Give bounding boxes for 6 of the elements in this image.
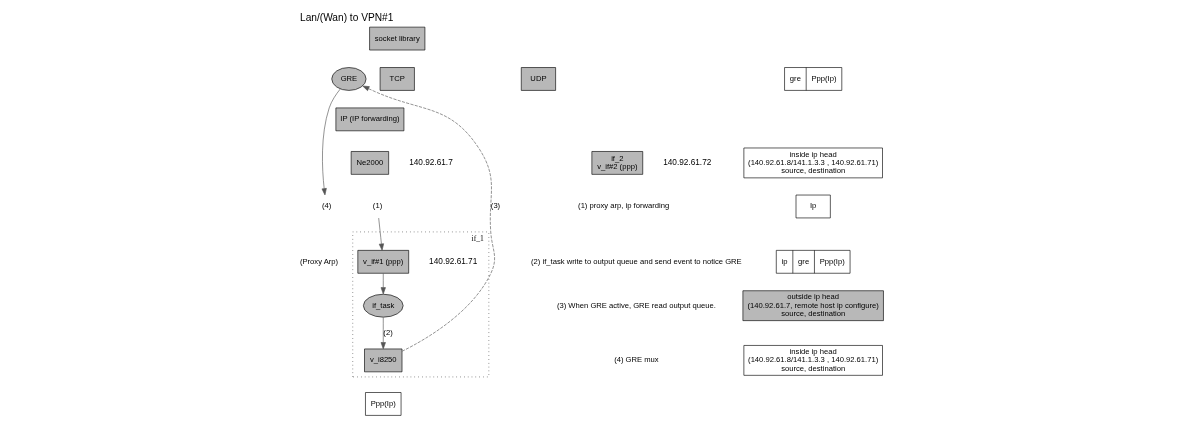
arrow [377, 217, 384, 251]
diagram-title: Lan/(Wan) to VPN#1 [299, 12, 393, 24]
arrow [380, 317, 386, 350]
arrow [380, 273, 386, 295]
arrow [361, 85, 495, 352]
arrow [321, 88, 341, 196]
